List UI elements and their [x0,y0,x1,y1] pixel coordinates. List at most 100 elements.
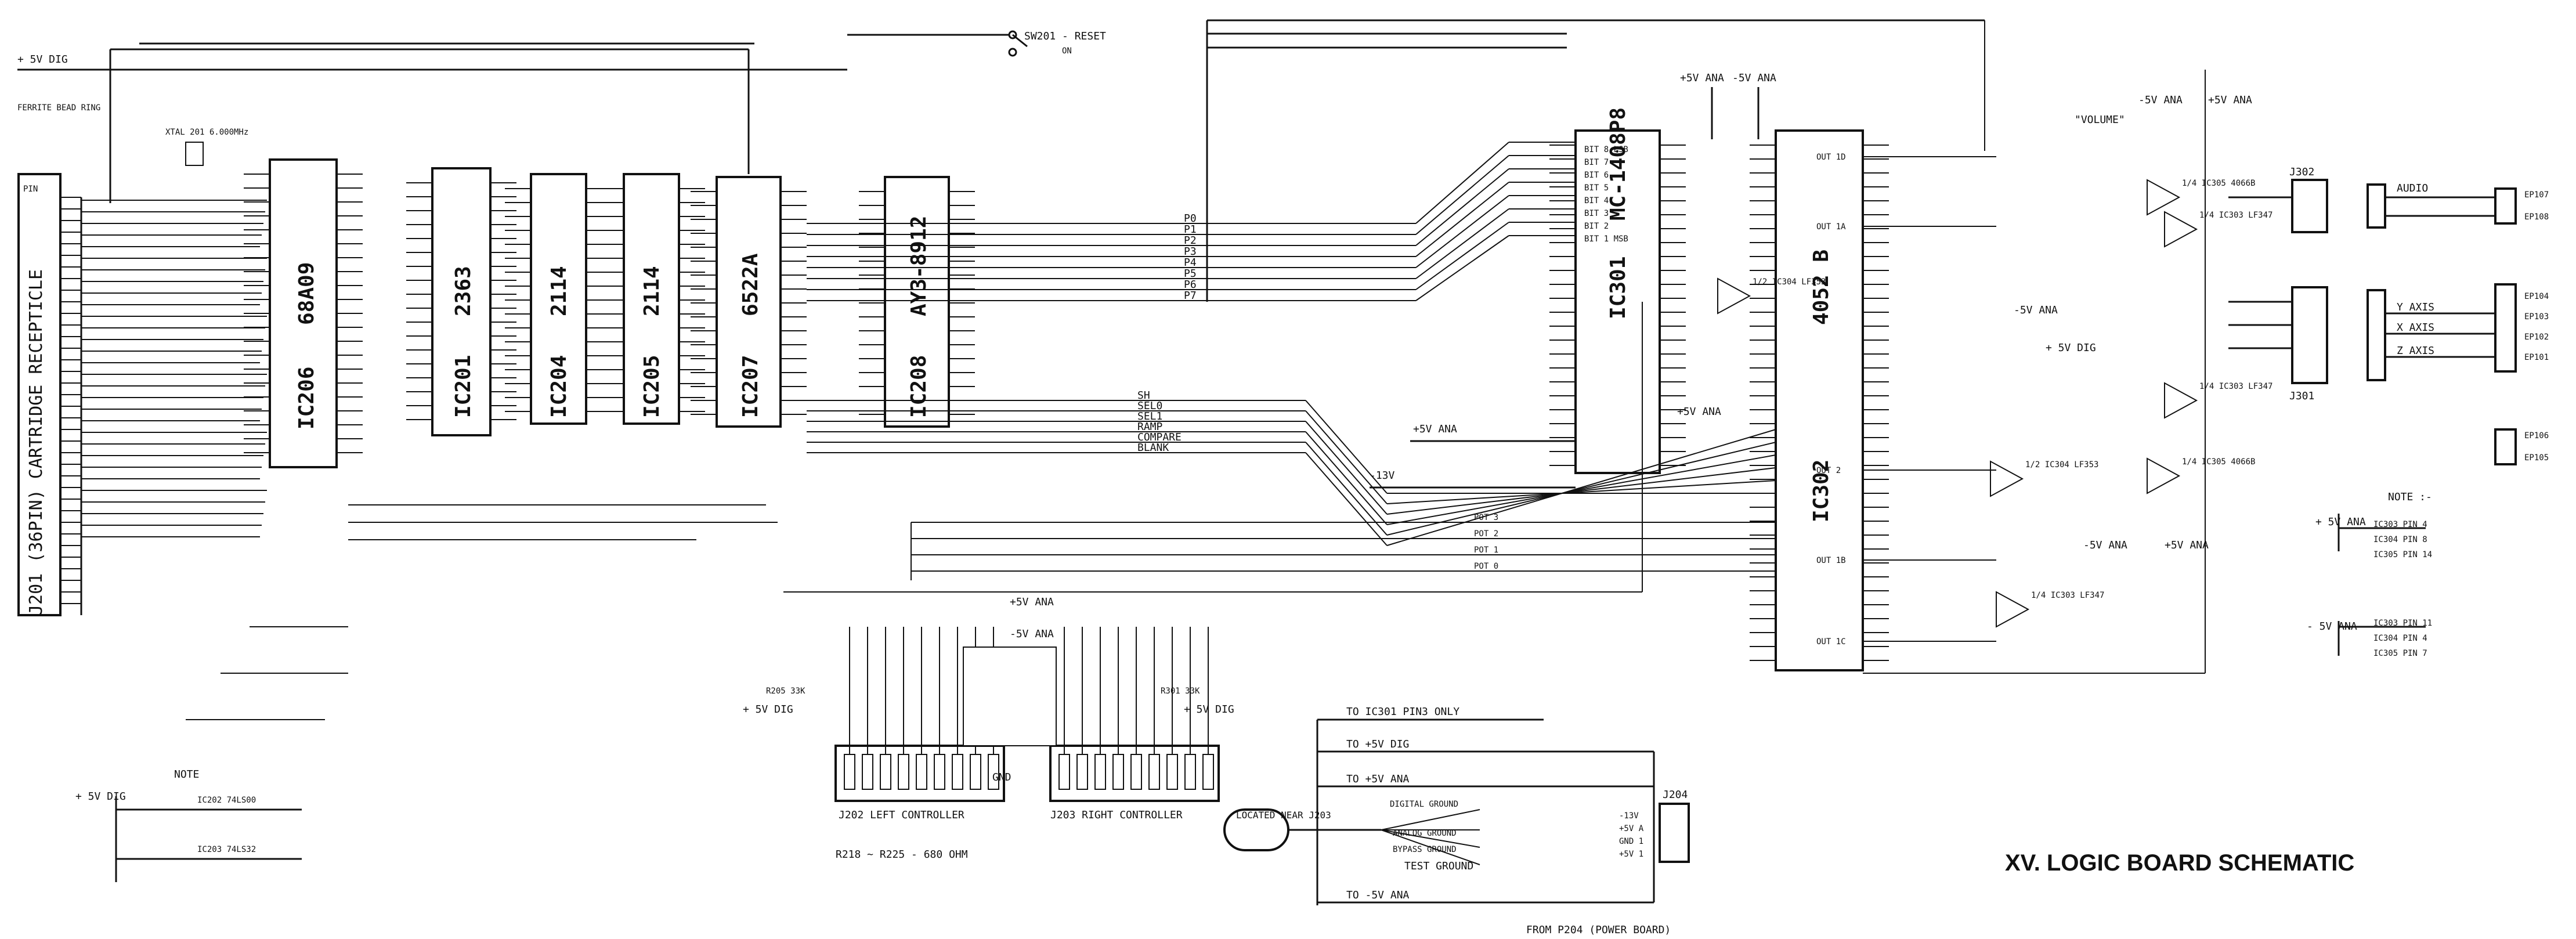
chip-ic301: IC301 MC-1408P8 [1574,107,1661,474]
note-neg-2: IC305 PIN 7 [2373,649,2427,658]
rail-label-5v-dig: + 5V DIG [17,53,68,66]
ctrl-label-sh: SH [1137,389,1150,402]
note-left: NOTE + 5V DIG IC202 74LS00 IC203 74LS32 [75,768,302,882]
ic206-label: IC206 [295,367,319,429]
reset-label: SW201 - RESET [1024,30,1106,42]
rail-5vana-1: +5V ANA [1680,72,1724,84]
bus-label-p4: P4 [1184,257,1197,269]
op-amp-2 [2147,179,2181,216]
ep104-label: EP104 [2524,292,2549,301]
chip-ic207: IC207 6522A [716,176,782,428]
ep108-label: EP108 [2524,212,2549,222]
op-amp-stages: 1/2 IC304 LF353 1/4 IC303 LF347 1/4 IC305 … [1717,179,2272,628]
test-ground-label: TEST GROUND [1404,860,1473,872]
bus-label-p3: P3 [1184,245,1197,258]
note-title-right: NOTE :- [2388,491,2432,503]
ctrl-label-ramp: RAMP [1137,421,1163,433]
op-amp-label-0: 1/2 IC304 LF353 [1753,277,1826,287]
ic208-part: AY3-8912 [907,216,931,316]
op-amp-6 [1996,591,2030,628]
ic205-part: 2114 [640,266,664,316]
rail-m5ana-3: -5V ANA [2014,304,2058,316]
ic301-pin-1: BIT 7 [1584,158,1609,167]
op-amp-3 [1990,460,2024,497]
ic207-part: 6522A [739,253,763,316]
digital-ground-label: DIGITAL GROUND [1390,800,1458,809]
rail-m13: -13V [1370,470,1395,482]
ctrl-label-compare: COMPARE [1137,431,1182,443]
rail-m5ana-1: -5V ANA [1732,72,1776,84]
j204-label: J204 [1663,789,1688,801]
ep102-label: EP102 [2524,333,2549,342]
reset-switch-sw201: SW201 - RESET ON [847,30,1106,57]
rail-5vana-3: +5V ANA [1677,406,1721,418]
analog-rails: +5V ANA -5V ANA +5V ANA -13V +5V ANA -5V… [1370,72,2252,551]
bus-label-p1: P1 [1184,223,1197,236]
op-amp-0 [1717,277,1751,315]
note-neg-0: IC303 PIN 11 [2373,619,2432,628]
from-p204-label: FROM P204 (POWER BOARD) [1526,924,1671,936]
ic302-out-0: OUT 1D [1816,153,1846,162]
note-pos-2: IC305 PIN 14 [2373,550,2432,559]
ep103-label: EP103 [2524,312,2549,322]
ic201-label: IC201 [451,355,475,418]
connector-j301: J301 Y AXIS X AXIS Z AXIS EP104 EP103 EP… [2228,283,2549,465]
rail-m5ana-2: -5V ANA [2138,94,2183,106]
ic205-label: IC205 [640,355,664,418]
pot-label-2: POT 1 [1474,546,1498,555]
crystal-label: XTAL 201 6.000MHz [165,128,248,137]
ic302-part: 4052 B [1809,250,1833,325]
connector-j302: J302 AUDIO EP107 EP108 [2228,166,2549,233]
bus-label-p0: P0 [1184,212,1197,225]
ic302-out-2: OUT 2 [1816,466,1841,475]
pot-label-1: POT 2 [1474,529,1498,539]
pot-label-0: POT 3 [1474,513,1498,522]
note-neg-1: IC304 PIN 4 [2373,634,2427,643]
rail-5vana-4: +5V ANA [2208,94,2252,106]
bus-label-p5: P5 [1184,268,1197,280]
left-controller-label: J202 LEFT CONTROLLER [839,809,964,821]
chip-ic205: IC205 2114 [623,173,680,425]
j204-pin-3: +5V 1 [1619,850,1643,859]
volume-label: "VOLUME" [2075,114,2125,126]
crystal-xtal201: XTAL 201 6.000MHz [165,128,248,166]
chip-ic204: IC204 2114 [530,173,587,425]
op-amp-label-3: 1/2 IC304 LF353 [2025,460,2098,470]
ic206-part: 68A09 [295,262,319,325]
chip-ic302: IC302 4052 B [1775,129,1864,671]
op-amp-label-2: 1/4 IC305 4066B [2182,179,2255,188]
ic301-pin-4: BIT 4 [1584,196,1609,205]
ic301-pin-2: BIT 6 [1584,171,1609,180]
chip-ic206: IC206 68A09 [269,158,338,468]
j204-pin-2: GND 1 [1619,837,1643,846]
reset-on-label: ON [1062,46,1072,56]
rail-5vana-2: +5V ANA [1413,423,1457,435]
ep101-label: EP101 [2524,353,2549,362]
bus-label-p7: P7 [1184,290,1197,302]
op-amp-label-4: 1/4 IC303 LF347 [2199,382,2272,391]
op-amp-label-1: 1/4 IC303 LF347 [2199,211,2272,220]
right-controller-label: J203 RIGHT CONTROLLER [1050,809,1183,821]
to-m5ana-label: TO -5V ANA [1346,889,1410,901]
ic301-pin-5: BIT 3 [1584,209,1609,218]
rail-5vana-6: +5V ANA [1010,596,1054,608]
op-amp-label-6: 1/4 IC303 LF347 [2031,591,2104,600]
ic301-part: MC-1408P8 [1606,107,1630,221]
ep107-label: EP107 [2524,190,2549,200]
power-rail-5v-dig: + 5V DIG [17,42,847,203]
y-axis-label: Y AXIS [2397,301,2434,313]
power-ground-section: TO IC301 PIN3 ONLY TO +5V DIG TO +5V ANA… [1223,706,1690,936]
op-amp-label-5: 1/4 IC305 4066B [2182,457,2255,467]
resistor-note: R218 ~ R225 - 680 OHM [836,848,968,861]
note-right: NOTE :- + 5V ANA - 5V ANA IC303 PIN 4IC3… [2307,491,2432,658]
ferrite-label: FERRITE BEAD RING [17,103,100,113]
page-title: XV. LOGIC BOARD SCHEMATIC [2005,850,2354,876]
chip-ic201: IC201 2363 [431,167,492,436]
ic301-pin-3: BIT 5 [1584,183,1609,193]
chip-ic208: IC208 AY3-8912 [884,176,950,428]
